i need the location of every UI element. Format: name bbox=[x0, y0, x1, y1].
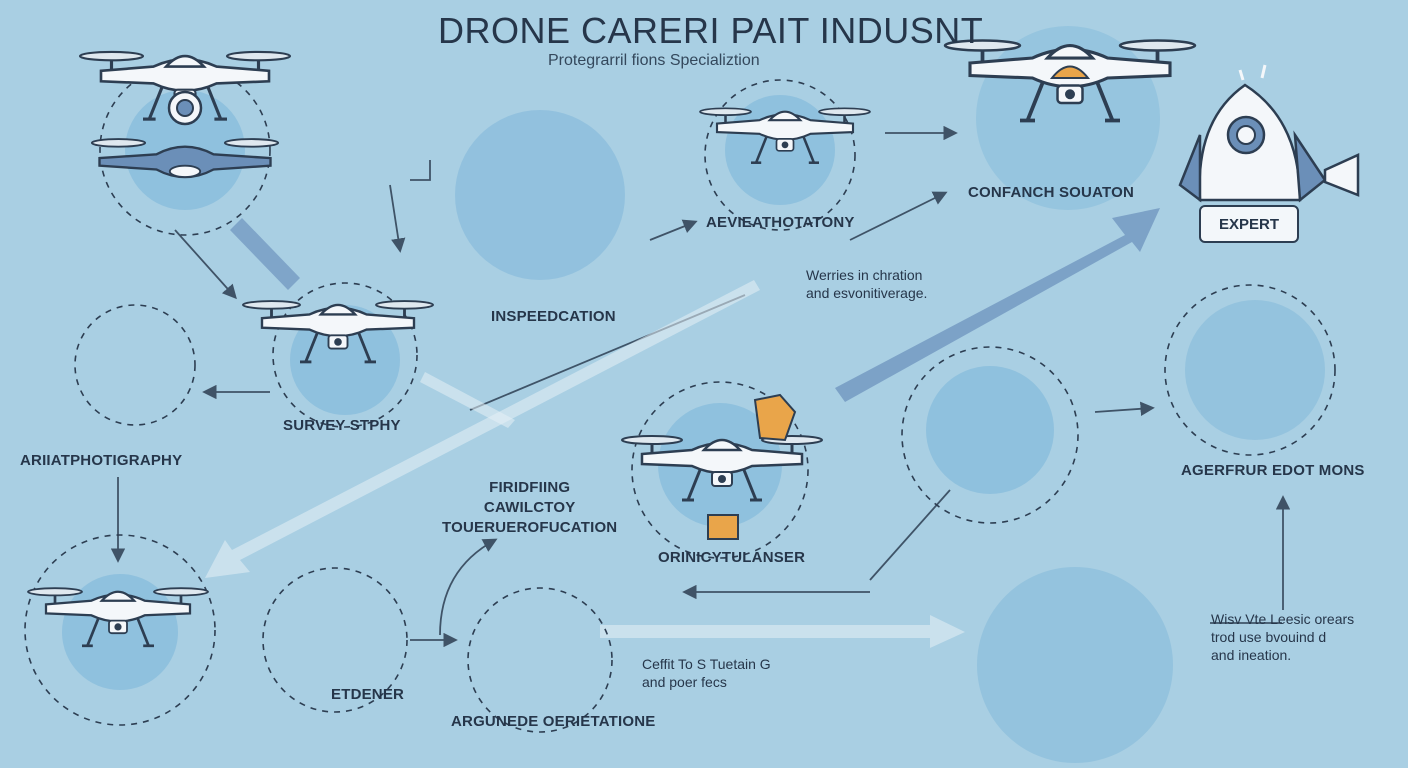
note-wisv: Wisv Vte Leesic orears trod use bvouind … bbox=[1211, 611, 1355, 663]
expert-badge: EXPERT bbox=[1199, 205, 1299, 243]
label-orinicy: ORINICYTULANSER bbox=[658, 549, 806, 566]
label-survey: SURVEY STPHY bbox=[283, 417, 401, 434]
flow-arrows bbox=[205, 208, 1160, 648]
rocket-icon bbox=[1178, 83, 1327, 203]
note-works: Werries in chration and esvonitiverage. bbox=[806, 267, 928, 301]
label-firefighting: FIRIDFIING CAWILCTOY TOUERUEROFUCATION bbox=[442, 479, 618, 536]
label-agerfruer: AGERFRUR EDOT MONS bbox=[1181, 462, 1365, 479]
label-arguende: ARGUNEDE OERIETATIONE bbox=[451, 713, 656, 730]
node-circles bbox=[24, 26, 1336, 763]
label-aviation: AEVIEATHOTATONY bbox=[706, 214, 855, 231]
drone-dome bbox=[1049, 65, 1091, 79]
label-inspection: INSPEEDCATION bbox=[491, 308, 616, 325]
label-aerial-photography: ARIIATPHOTIGRAPHY bbox=[20, 452, 183, 469]
megaphone-icon bbox=[1238, 64, 1360, 197]
scanner-icon bbox=[707, 393, 797, 540]
label-consultation: CONFANCH SOUATON bbox=[968, 184, 1134, 201]
drone-icon bbox=[90, 138, 280, 179]
page-subtitle: Protegrarril fions Specializtion bbox=[548, 52, 760, 69]
label-engineer: ETDENER bbox=[331, 686, 405, 703]
camera-icon bbox=[167, 90, 203, 126]
note-certification: Ceffit To S Tuetain G and poer fecs bbox=[642, 656, 771, 690]
page-title: DRONE CARERI PAIT INDUSNT bbox=[438, 10, 984, 51]
